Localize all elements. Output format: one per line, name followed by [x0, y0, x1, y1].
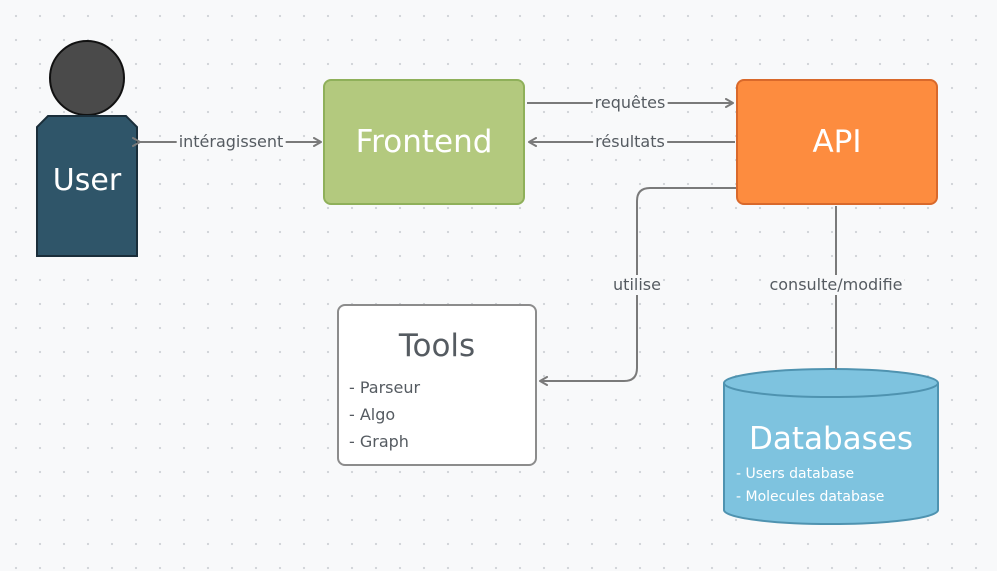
databases-cylinder[interactable]: [723, 368, 939, 525]
databases-title: Databases: [748, 421, 914, 457]
user-label: User: [52, 163, 122, 198]
user-head: [49, 40, 125, 116]
edge-label-requetes: requêtes: [592, 93, 668, 113]
databases-item: - Users database: [736, 466, 855, 482]
edge-label-interagissent: intéragissent: [176, 132, 286, 152]
edge-label-consulte-modifie: consulte/modifie: [767, 275, 905, 295]
tools-item: - Algo: [349, 405, 396, 424]
user-actor[interactable]: [36, 40, 138, 257]
edge-label-resultats: résultats: [593, 132, 667, 152]
tools-item: - Graph: [349, 432, 409, 451]
api-label: API: [812, 124, 862, 160]
tools-item: - Parseur: [349, 378, 421, 397]
api-node[interactable]: API: [736, 79, 938, 205]
frontend-node[interactable]: Frontend: [323, 79, 525, 205]
databases-top: [723, 368, 939, 398]
databases-body: [723, 383, 939, 525]
databases-list: - Users database - Molecules database: [736, 463, 884, 509]
tools-list: - Parseur - Algo - Graph: [349, 374, 420, 455]
edge-label-utilise: utilise: [611, 275, 663, 295]
databases-item: - Molecules database: [736, 489, 885, 505]
tools-node[interactable]: Tools - Parseur - Algo - Graph: [337, 304, 537, 466]
tools-title: Tools: [398, 328, 476, 364]
frontend-label: Frontend: [355, 124, 493, 160]
user-body: [36, 115, 138, 257]
